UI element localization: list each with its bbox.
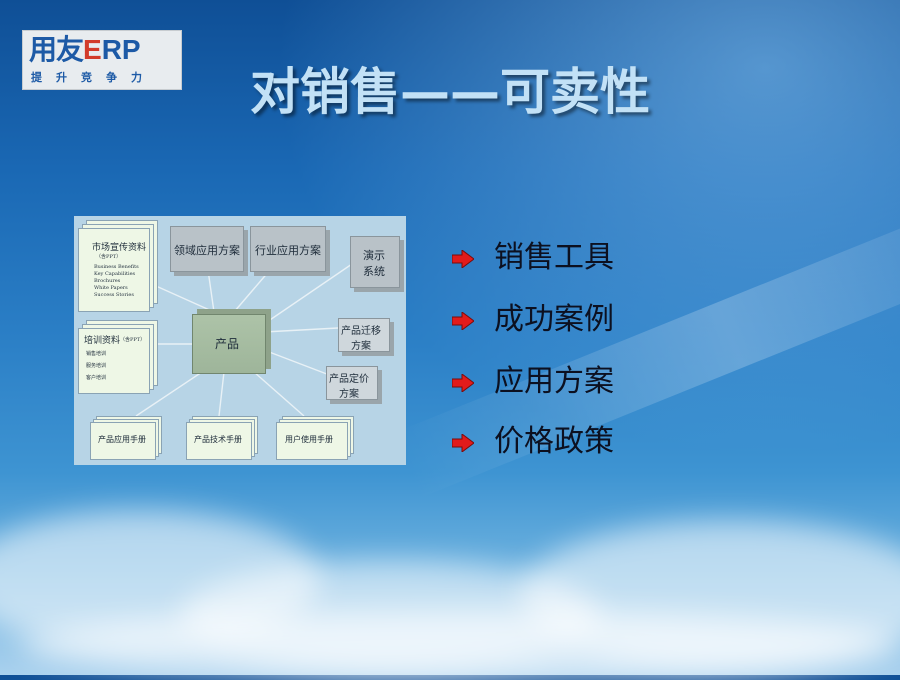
bullet-text: 价格政策	[494, 424, 614, 459]
slide-title: 对销售——可卖性	[250, 63, 650, 121]
bullet-text: 成功案例	[494, 302, 614, 337]
connector-line	[207, 269, 215, 313]
pricing-plan-label-1: 产品定价	[329, 374, 369, 385]
app-manual-stack: 产品应用手册	[90, 416, 164, 460]
logo-wordmark: 用友ERP	[29, 34, 141, 66]
marketing-line: Success Stories	[94, 292, 134, 298]
red-arrow-icon	[452, 250, 474, 268]
bullet-item: 成功案例	[450, 300, 670, 340]
diagram-connectors	[135, 263, 353, 417]
training-line: 服务培训	[86, 363, 107, 369]
connector-line	[263, 349, 333, 377]
bullet-text: 销售工具	[494, 240, 614, 275]
demo-system-box: 演示 系统	[350, 236, 400, 288]
migration-plan-label-2: 方案	[351, 341, 371, 352]
marketing-line: White Papers	[94, 285, 128, 291]
user-manual-label: 用户使用手册	[285, 435, 333, 444]
marketing-note: （含PPT）	[96, 254, 122, 260]
domain-solution-label: 领域应用方案	[174, 244, 240, 257]
tech-manual-stack: 产品技术手册	[186, 416, 260, 460]
connector-line	[155, 285, 215, 313]
marketing-line: Business Benefits	[94, 264, 139, 270]
demo-system-label-2: 系统	[363, 265, 385, 278]
user-manual-stack: 用户使用手册	[276, 416, 356, 460]
connector-line	[263, 263, 353, 325]
bullet-item: 价格政策	[450, 422, 670, 462]
red-arrow-icon	[452, 312, 474, 330]
training-line: 销售培训	[86, 351, 107, 357]
logo-erp-rest: RP	[101, 34, 141, 65]
training-title: 培训资料	[84, 336, 121, 346]
logo-erp-e: E	[83, 34, 102, 65]
migration-plan-label-1: 产品迁移	[341, 326, 381, 337]
marketing-line: Key Capabilities	[94, 271, 136, 277]
red-arrow-icon	[452, 434, 474, 452]
pricing-plan-box: 产品定价 方案	[326, 366, 378, 400]
marketing-materials-stack: 市场宣传资料 （含PPT） Business Benefits Key Capa…	[78, 220, 158, 312]
tech-manual-label: 产品技术手册	[194, 435, 242, 444]
connector-line	[218, 371, 225, 417]
training-note: （含PPT）	[120, 337, 146, 343]
red-arrow-icon	[452, 374, 474, 392]
logo-tagline: 提升竞争力	[31, 71, 156, 84]
product-diagram: 市场宣传资料 （含PPT） Business Benefits Key Capa…	[74, 216, 406, 465]
connector-line	[135, 371, 203, 417]
pricing-plan-label-2: 方案	[339, 389, 359, 400]
domain-solution-box: 领域应用方案	[170, 226, 244, 272]
industry-solution-label: 行业应用方案	[255, 244, 321, 257]
logo-brand: 用友	[29, 33, 84, 66]
cloud	[20, 610, 900, 680]
product-center-box: 产品	[192, 314, 266, 374]
app-manual-label: 产品应用手册	[98, 435, 146, 444]
training-line: 客户培训	[86, 375, 107, 381]
migration-plan-box: 产品迁移 方案	[338, 318, 390, 352]
bullet-text: 应用方案	[494, 364, 614, 399]
training-materials-stack: 培训资料 （含PPT） 销售培训 服务培训 客户培训	[78, 320, 158, 394]
bullet-item: 销售工具	[450, 238, 670, 278]
industry-solution-box: 行业应用方案	[250, 226, 326, 272]
demo-system-label-1: 演示	[363, 249, 385, 262]
connector-line	[263, 327, 339, 333]
marketing-title: 市场宣传资料	[92, 243, 147, 253]
marketing-line: Brochures	[94, 278, 121, 284]
bullet-item: 应用方案	[450, 362, 670, 402]
connector-line	[253, 371, 305, 417]
yonyou-erp-logo: 用友ERP 提升竞争力	[22, 30, 182, 90]
product-center-label: 产品	[215, 337, 240, 351]
connector-line	[233, 269, 271, 313]
